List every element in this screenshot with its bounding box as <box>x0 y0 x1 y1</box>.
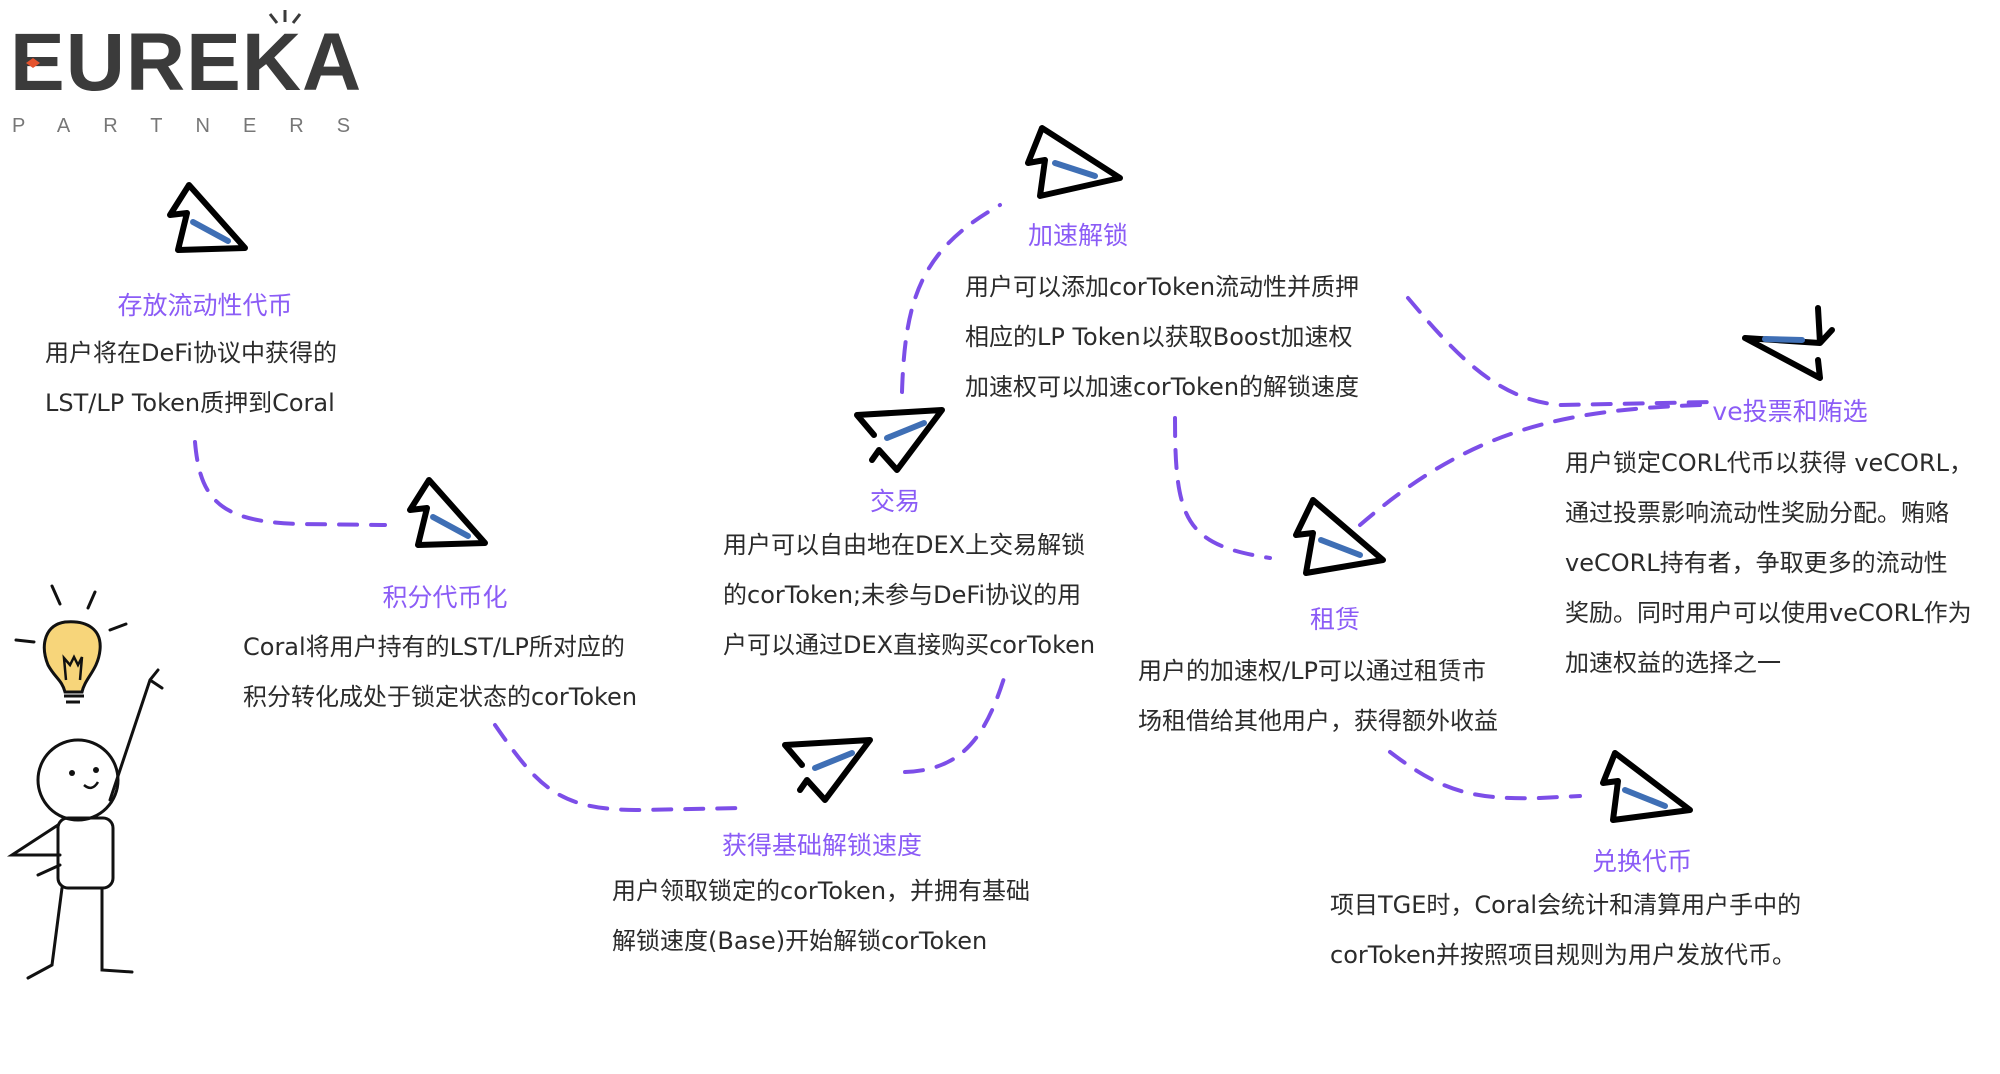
logo-subtitle: PARTNERS <box>12 115 384 137</box>
step-desc-trade: 用户可以自由地在DEX上交易解锁 的corToken;未参与DeFi协议的用 户… <box>723 520 1095 670</box>
desc-line: 用户的加速权/LP可以通过租赁市 <box>1138 657 1486 685</box>
connector-boost-lease <box>1173 416 1272 560</box>
connector-lease-redeem <box>1388 750 1582 801</box>
desc-line: 用户可以自由地在DEX上交易解锁 <box>723 531 1086 559</box>
logo: EUREKA PARTNERS <box>10 10 384 137</box>
desc-line: 通过投票影响流动性奖励分配。贿赂 <box>1565 499 1949 527</box>
desc-line: veCORL持有者，争取更多的流动性 <box>1565 549 1948 577</box>
desc-line: 用户将在DeFi协议中获得的 <box>45 339 337 367</box>
paper-plane-icon <box>1742 305 1835 381</box>
paper-plane-icon <box>1025 125 1123 199</box>
connector-points-base <box>493 723 742 813</box>
step-desc-base: 用户领取锁定的corToken，并拥有基础 解锁速度(Base)开始解锁corT… <box>612 866 1030 966</box>
connector-trade-boost <box>900 203 1002 394</box>
logo-accent-diamond <box>26 58 40 68</box>
step-title-base: 获得基础解锁速度 <box>721 831 923 860</box>
desc-line: 奖励。同时用户可以使用veCORL作为 <box>1565 599 1972 627</box>
paper-plane-icon <box>1293 497 1386 576</box>
desc-line: 用户可以添加corToken流动性并质押 <box>965 273 1360 301</box>
step-title-redeem: 兑换代币 <box>1591 847 1693 876</box>
desc-line: 户可以通过DEX直接购买corToken <box>723 631 1096 659</box>
desc-line: 加速权益的选择之一 <box>1565 649 1781 677</box>
desc-line: 项目TGE时，Coral会统计和清算用户手中的 <box>1330 891 1802 919</box>
desc-line: 用户领取锁定的corToken，并拥有基础 <box>612 877 1031 905</box>
step-title-boost: 加速解锁 <box>1027 221 1129 250</box>
step-title-deposit: 存放流动性代币 <box>117 291 293 320</box>
desc-line: LST/LP Token质押到Coral <box>45 389 335 417</box>
step-desc-deposit: 用户将在DeFi协议中获得的 LST/LP Token质押到Coral <box>45 328 337 428</box>
logo-wordmark: EUREKA <box>10 10 383 104</box>
step-title-points: 积分代币化 <box>382 583 508 612</box>
step-desc-lease: 用户的加速权/LP可以通过租赁市 场租借给其他用户，获得额外收益 <box>1138 646 1498 746</box>
logo-spark-icon <box>268 10 302 24</box>
connector-boost-vote <box>1406 296 1712 408</box>
desc-line: 加速权可以加速corToken的解锁速度 <box>965 373 1360 401</box>
step-title-trade: 交易 <box>869 487 921 516</box>
connector-base-trade <box>903 673 1007 774</box>
step-title-lease: 租赁 <box>1309 605 1361 634</box>
step-desc-redeem: 项目TGE时，Coral会统计和清算用户手中的 corToken并按照项目规则为… <box>1330 880 1801 980</box>
paper-plane-icon <box>854 407 945 473</box>
step-title-vote: ve投票和贿选 <box>1712 397 1868 426</box>
desc-line: corToken并按照项目规则为用户发放代币。 <box>1330 941 1797 969</box>
desc-line: Coral将用户持有的LST/LP所对应的 <box>243 633 625 661</box>
paper-plane-icon <box>1600 750 1693 823</box>
desc-line: 解锁速度(Base)开始解锁corToken <box>612 927 988 955</box>
paper-plane-icon <box>407 477 488 548</box>
desc-line: 相应的LP Token以获取Boost加速权 <box>965 323 1353 351</box>
step-desc-vote: 用户锁定CORL代币以获得 veCORL， 通过投票影响流动性奖励分配。贿赂 v… <box>1565 438 1973 688</box>
stick-figure-lightbulb-icon <box>6 584 164 980</box>
paper-plane-icon <box>167 182 248 253</box>
step-desc-boost: 用户可以添加corToken流动性并质押 相应的LP Token以获取Boost… <box>965 262 1359 412</box>
desc-line: 用户锁定CORL代币以获得 veCORL， <box>1565 449 1973 477</box>
desc-line: 的corToken;未参与DeFi协议的用 <box>723 581 1082 609</box>
desc-line: 积分转化成处于锁定状态的corToken <box>243 683 638 711</box>
paper-plane-icon <box>782 737 873 803</box>
step-desc-points: Coral将用户持有的LST/LP所对应的 积分转化成处于锁定状态的corTok… <box>243 622 637 722</box>
connector-deposit-points <box>193 440 387 527</box>
desc-line: 场租借给其他用户，获得额外收益 <box>1138 707 1498 735</box>
